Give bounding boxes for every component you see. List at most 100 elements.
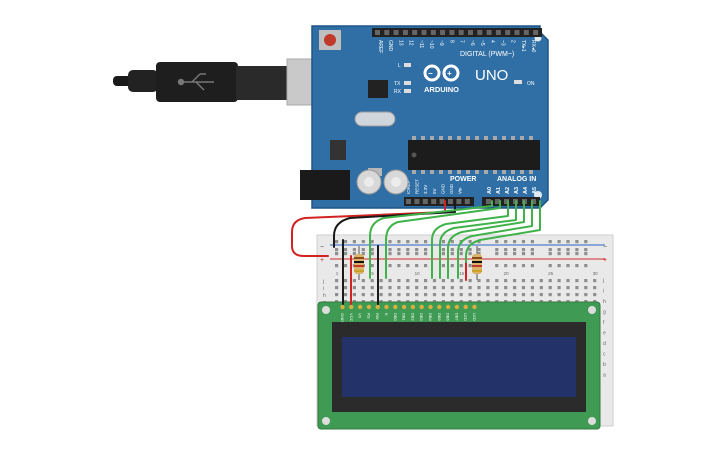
breadboard-hole[interactable] <box>486 286 490 290</box>
breadboard-hole[interactable] <box>584 252 588 256</box>
breadboard-hole[interactable] <box>335 279 339 283</box>
breadboard-hole[interactable] <box>335 293 339 297</box>
breadboard-hole[interactable] <box>441 240 445 244</box>
breadboard-hole[interactable] <box>459 279 463 283</box>
breadboard-hole[interactable] <box>450 248 454 252</box>
breadboard-hole[interactable] <box>584 293 588 297</box>
breadboard-hole[interactable] <box>566 293 570 297</box>
breadboard-hole[interactable] <box>406 248 410 252</box>
breadboard-hole[interactable] <box>441 252 445 256</box>
breadboard-hole[interactable] <box>361 279 365 283</box>
breadboard-hole[interactable] <box>593 293 597 297</box>
breadboard-hole[interactable] <box>584 286 588 290</box>
header-hole[interactable] <box>514 30 520 35</box>
header-hole[interactable] <box>486 30 492 35</box>
breadboard-hole[interactable] <box>415 248 419 252</box>
lcd-pin[interactable] <box>445 304 451 310</box>
breadboard-hole[interactable] <box>513 264 517 268</box>
breadboard-hole[interactable] <box>530 240 534 244</box>
breadboard-hole[interactable] <box>521 279 526 283</box>
breadboard-hole[interactable] <box>370 293 374 297</box>
breadboard-hole[interactable] <box>424 264 428 268</box>
header-hole[interactable] <box>486 199 491 204</box>
breadboard-hole[interactable] <box>504 248 508 252</box>
breadboard-hole[interactable] <box>379 293 383 297</box>
breadboard-hole[interactable] <box>584 240 588 244</box>
breadboard-hole[interactable] <box>343 240 348 244</box>
breadboard-hole[interactable] <box>424 279 428 283</box>
breadboard-hole[interactable] <box>397 293 401 297</box>
breadboard-hole[interactable] <box>335 248 339 252</box>
breadboard-hole[interactable] <box>397 240 401 244</box>
lcd-pin[interactable] <box>401 304 407 310</box>
wire-green[interactable] <box>439 200 517 279</box>
breadboard-hole[interactable] <box>415 293 419 297</box>
breadboard-hole[interactable] <box>352 240 356 244</box>
lcd-pin[interactable] <box>375 304 380 310</box>
breadboard-hole[interactable] <box>432 279 437 283</box>
breadboard-hole[interactable] <box>548 240 552 244</box>
breadboard-hole[interactable] <box>370 248 374 252</box>
breadboard-hole[interactable] <box>370 279 374 283</box>
breadboard-hole[interactable] <box>370 286 374 290</box>
breadboard-hole[interactable] <box>343 286 348 290</box>
breadboard-hole[interactable] <box>495 264 499 268</box>
wire-green[interactable] <box>465 200 541 263</box>
breadboard-hole[interactable] <box>450 252 454 256</box>
wire-green[interactable] <box>431 200 509 279</box>
breadboard-hole[interactable] <box>370 264 374 268</box>
resistor[interactable] <box>354 246 364 280</box>
breadboard-hole[interactable] <box>406 240 410 244</box>
breadboard-hole[interactable] <box>370 240 374 244</box>
breadboard-hole[interactable] <box>459 286 463 290</box>
breadboard-hole[interactable] <box>548 248 552 252</box>
breadboard-hole[interactable] <box>415 240 419 244</box>
breadboard-hole[interactable] <box>575 279 579 283</box>
breadboard-hole[interactable] <box>575 293 579 297</box>
breadboard-hole[interactable] <box>584 264 588 268</box>
breadboard-hole[interactable] <box>575 248 579 252</box>
breadboard-hole[interactable] <box>521 248 526 252</box>
lcd-pin[interactable] <box>393 304 398 310</box>
breadboard-hole[interactable] <box>513 279 517 283</box>
breadboard-hole[interactable] <box>343 264 348 268</box>
lcd-pin[interactable] <box>384 304 389 310</box>
breadboard-hole[interactable] <box>504 264 508 268</box>
breadboard-hole[interactable] <box>530 286 534 290</box>
breadboard-hole[interactable] <box>415 264 419 268</box>
breadboard-hole[interactable] <box>335 240 339 244</box>
breadboard-hole[interactable] <box>352 293 356 297</box>
breadboard-hole[interactable] <box>504 279 508 283</box>
breadboard-hole[interactable] <box>361 248 365 252</box>
breadboard-hole[interactable] <box>530 248 534 252</box>
header-hole[interactable] <box>422 199 428 204</box>
breadboard-hole[interactable] <box>361 252 365 256</box>
breadboard-hole[interactable] <box>539 293 543 297</box>
header-hole[interactable] <box>449 30 455 35</box>
breadboard-hole[interactable] <box>539 286 543 290</box>
header-hole[interactable] <box>505 30 511 35</box>
breadboard-hole[interactable] <box>548 264 552 268</box>
header-hole[interactable] <box>439 199 445 204</box>
breadboard-hole[interactable] <box>521 264 526 268</box>
breadboard-hole[interactable] <box>432 286 437 290</box>
lcd-pin[interactable] <box>437 304 442 310</box>
breadboard-hole[interactable] <box>557 248 561 252</box>
breadboard-hole[interactable] <box>450 240 454 244</box>
breadboard-hole[interactable] <box>361 293 365 297</box>
breadboard-hole[interactable] <box>335 252 339 256</box>
header-hole[interactable] <box>531 199 536 204</box>
breadboard-hole[interactable] <box>379 286 383 290</box>
breadboard-hole[interactable] <box>388 240 392 244</box>
breadboard-hole[interactable] <box>477 240 481 244</box>
breadboard-hole[interactable] <box>335 286 339 290</box>
breadboard-hole[interactable] <box>424 248 428 252</box>
lcd-pin[interactable] <box>454 304 460 310</box>
breadboard-hole[interactable] <box>450 286 454 290</box>
breadboard-hole[interactable] <box>495 252 499 256</box>
reset-button-cap[interactable] <box>324 34 336 46</box>
breadboard-hole[interactable] <box>539 279 543 283</box>
breadboard-hole[interactable] <box>397 264 401 268</box>
breadboard-hole[interactable] <box>459 264 463 268</box>
breadboard-hole[interactable] <box>459 293 463 297</box>
